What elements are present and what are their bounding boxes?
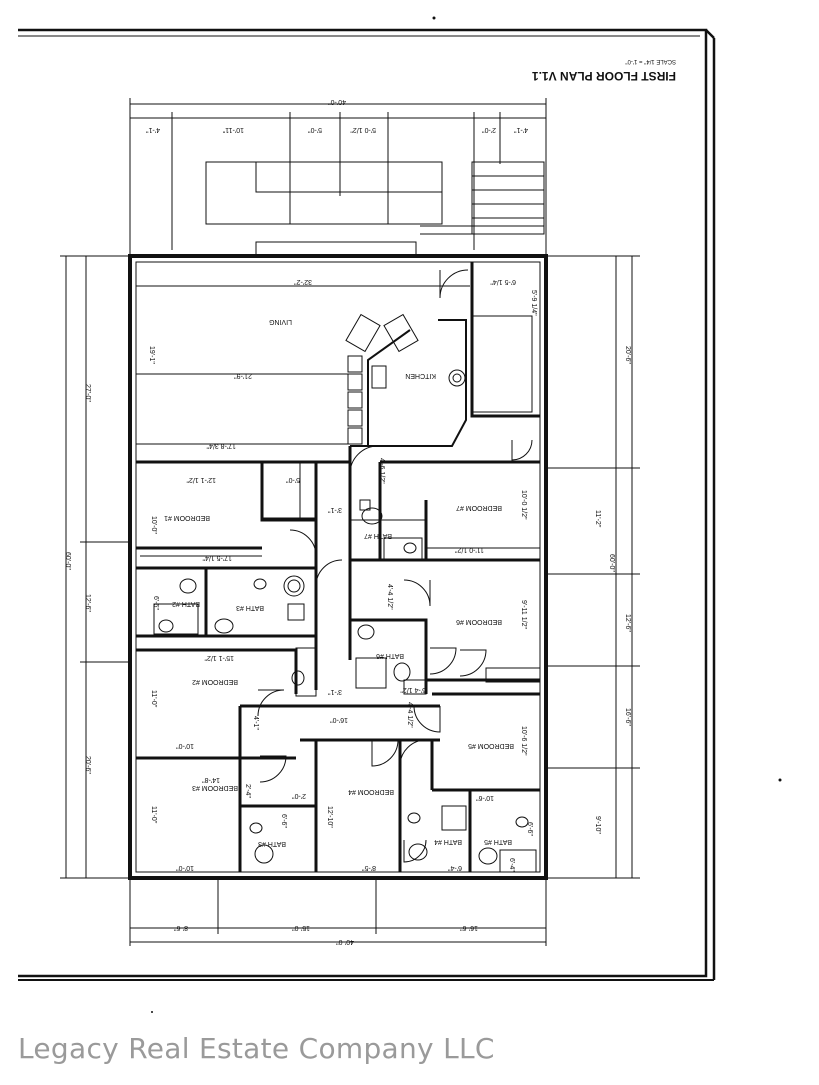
dim-right-a: 20'-6" <box>624 346 631 364</box>
dim-bath-a: 6'-6" <box>152 596 159 610</box>
dim-left-total: 60'-0" <box>64 552 71 570</box>
dim-small-b: 5'-0" <box>286 476 300 483</box>
room-label-bedroom-6: BEDROOM #6 <box>456 618 502 625</box>
dim-bath-c: 6'-4" <box>448 864 462 871</box>
front-porch <box>205 161 545 257</box>
dim-br7-width: 11'-0 1/2" <box>454 546 484 553</box>
sheet-frame <box>18 28 716 981</box>
dim-bath-e: 6'-6" <box>526 822 533 836</box>
dim-closet-h: 5'-4 1/2" <box>400 686 426 693</box>
room-label-bath-7: BATH #7 <box>364 532 392 539</box>
dim-left-top: 27'-0" <box>84 384 91 402</box>
dim-right-b: 11'-2" <box>594 510 601 528</box>
dim-closet-f: 4'-1" <box>252 716 259 730</box>
dim-top-b: 10'-11" <box>222 126 244 133</box>
dim-bottom-c: 16'-6" <box>460 924 478 931</box>
dim-br3-height: 11'-0" <box>150 806 157 824</box>
dim-bath-b: 6'-6" <box>280 814 287 828</box>
dim-br5-height: 10'-6 1/2" <box>520 726 527 756</box>
dim-br4-height: 12'-10" <box>326 806 333 828</box>
dim-stair-height: 5'-9 1/4" <box>530 290 537 316</box>
dim-small-a: 2'-0" <box>292 792 306 799</box>
dim-right-total: 60'-0" <box>608 554 615 572</box>
room-label-kitchen: KITCHEN <box>405 372 436 379</box>
door-swings <box>257 269 533 863</box>
dim-right-e: 9'-10" <box>594 816 601 834</box>
dim-br2-width: 15'-1 1/2" <box>204 654 234 661</box>
dim-bottom-a: 8'-6" <box>174 924 188 931</box>
dim-closet-c: 4'-4 1/2" <box>386 584 393 610</box>
dim-br2-bottom: 10'-0" <box>176 742 194 749</box>
dim-top-total: 40'-0" <box>328 98 346 105</box>
room-label-living: LIVING <box>269 318 292 325</box>
dim-closet-e: 16'-0" <box>330 716 348 723</box>
dim-living-depth: 21'-9" <box>234 372 252 379</box>
dim-stair-width: 6'-5 1/4" <box>490 278 516 285</box>
dim-living-width: 32'-2" <box>294 278 312 285</box>
dim-bath-d: 6'-4" <box>508 858 515 872</box>
dim-br4-bottom: 8'-5" <box>362 864 376 871</box>
dim-right-c: 12'-6" <box>624 614 631 632</box>
dim-top-f: 4'-1" <box>514 126 528 133</box>
room-label-bath-6: BATH #6 <box>376 652 404 659</box>
dim-br6-height: 9'-11 1/2" <box>520 600 527 630</box>
dim-living-height: 19'-1" <box>148 346 155 364</box>
dim-closet-d: 3'-1" <box>328 688 342 695</box>
scan-specks <box>151 16 782 1013</box>
dim-top-c: 5'-0" <box>308 126 322 133</box>
dim-left-mid: 12'-6" <box>84 594 91 612</box>
dim-bottom-total: 40'-0" <box>336 938 354 945</box>
dim-top-d: 5'-0 1/2" <box>350 126 376 133</box>
sheet-title: FIRST FLOOR PLAN V1.1 <box>532 69 676 83</box>
room-label-bath-2: BATH #2 <box>172 600 200 607</box>
dim-br5-bottom: 10'-6" <box>476 794 494 801</box>
dim-hall-width: 17'-8 3/4" <box>206 442 236 449</box>
dim-br3-width: 14'-8" <box>202 776 220 783</box>
plan-labels: FIRST FLOOR PLAN V1.1 SCALE 1/4" = 1'-0"… <box>64 58 676 945</box>
room-label-bath-4: BATH #4 <box>434 838 462 845</box>
room-label-bedroom-2: BEDROOM #2 <box>192 678 238 685</box>
dim-br7-height: 10'-0 1/2" <box>520 490 527 520</box>
dim-br1-height: 10'-0" <box>150 516 157 534</box>
dim-closet-g: 4'-4 1/2" <box>406 702 413 728</box>
dim-br2-height: 11'-0" <box>150 690 157 708</box>
sheet-scale: SCALE 1/4" = 1'-0" <box>625 58 676 64</box>
dim-top-a: 4'-1" <box>146 126 160 133</box>
room-label-bath-3: BATH #3 <box>236 604 264 611</box>
dim-br3-bottom: 10'-0" <box>176 864 194 871</box>
dim-closet-b: 3'-1" <box>328 506 342 513</box>
interior-walls <box>136 262 540 872</box>
room-label-bedroom-5: BEDROOM #5 <box>468 742 514 749</box>
room-label-bedroom-7: BEDROOM #7 <box>456 504 502 511</box>
dim-closet-a: 4'-6 1/2" <box>378 458 385 484</box>
dimension-lines <box>60 98 640 946</box>
room-label-bedroom-1: BEDROOM #1 <box>164 514 210 521</box>
dim-top-e: 2'-0" <box>482 126 496 133</box>
company-watermark: Legacy Real Estate Company LLC <box>18 1032 495 1065</box>
room-label-bedroom-3: BEDROOM #3 <box>192 784 238 791</box>
fixtures <box>153 313 541 873</box>
room-label-bedroom-4: BEDROOM #4 <box>348 788 394 795</box>
dim-br1-width: 12'-1 1/2" <box>186 476 216 483</box>
dim-right-d: 16'-6" <box>624 708 631 726</box>
dim-left-bot: 20'-6" <box>84 756 91 774</box>
room-label-bath-3b: BATH #3 <box>258 840 286 847</box>
dim-bottom-b: 15'-0" <box>292 924 310 931</box>
room-label-bath-5: BATH #5 <box>484 838 512 845</box>
dim-br1-bottom: 17'-5 1/4" <box>202 554 232 561</box>
dim-small-c: 2'-4" <box>244 784 251 798</box>
